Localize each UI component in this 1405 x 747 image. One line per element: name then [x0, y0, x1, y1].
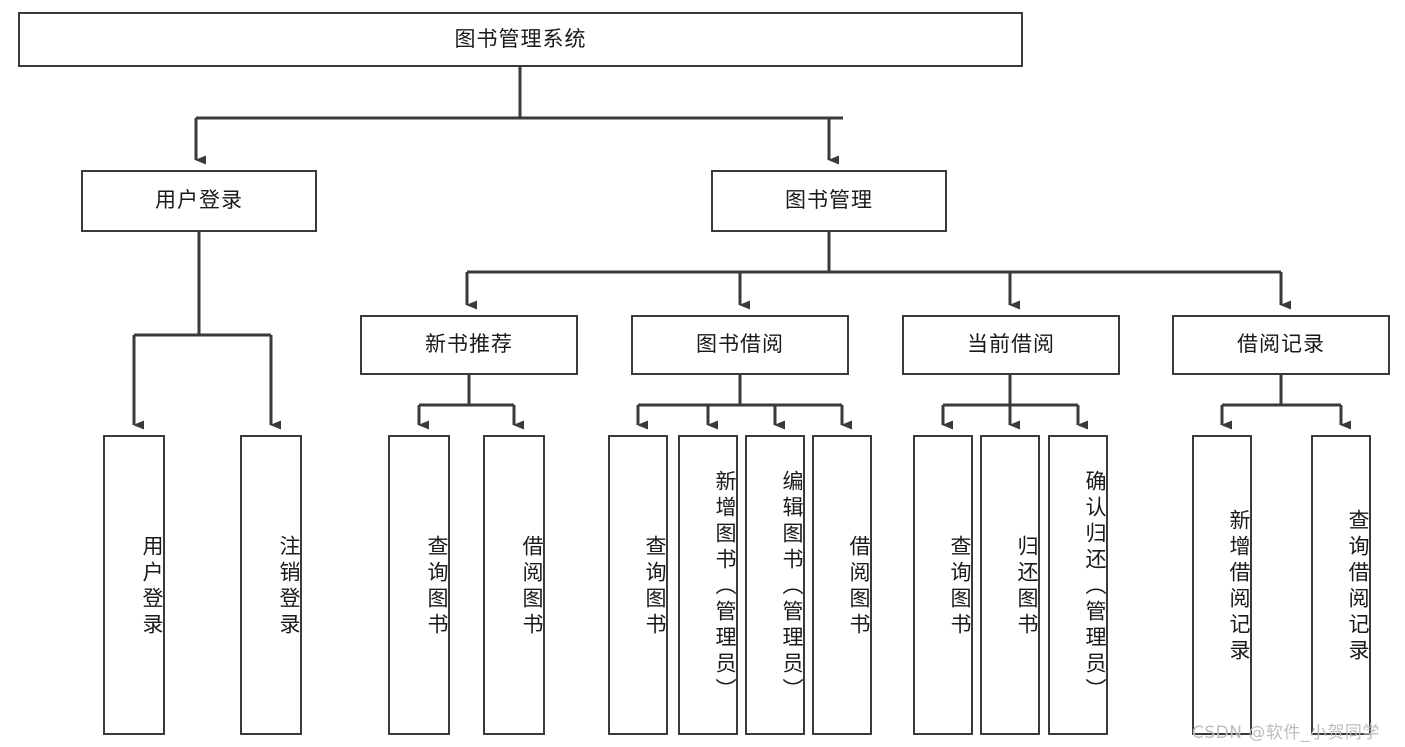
node-leaf-recommend-query-book[interactable]: 查询图书 [388, 435, 450, 735]
node-leaf-user-login-label: 用户登录 [140, 535, 164, 639]
node-leaf-borrow-query-book-label: 查询图书 [643, 535, 667, 639]
node-leaf-add-borrow-record[interactable]: 新增借阅记录 [1192, 435, 1252, 735]
node-leaf-confirm-return[interactable]: 确认归还（管理员） [1048, 435, 1108, 735]
node-new-book-recommend-label: 新书推荐 [425, 332, 513, 357]
node-leaf-recommend-query-book-label: 查询图书 [425, 535, 449, 639]
node-leaf-recommend-borrow-book[interactable]: 借阅图书 [483, 435, 545, 735]
node-leaf-add-borrow-record-label: 新增借阅记录 [1227, 509, 1251, 665]
node-root[interactable]: 图书管理系统 [18, 12, 1023, 67]
node-leaf-borrow-query-book[interactable]: 查询图书 [608, 435, 668, 735]
node-leaf-add-book-label: 新增图书（管理员） [713, 470, 737, 704]
node-leaf-recommend-borrow-book-label: 借阅图书 [520, 535, 544, 639]
node-book-manage[interactable]: 图书管理 [711, 170, 947, 232]
node-user-login-label: 用户登录 [155, 188, 243, 213]
node-leaf-return-book-label: 归还图书 [1015, 535, 1039, 639]
node-book-manage-label: 图书管理 [785, 188, 873, 213]
node-new-book-recommend[interactable]: 新书推荐 [360, 315, 578, 375]
node-book-borrow-label: 图书借阅 [696, 332, 784, 357]
node-leaf-current-query-book-label: 查询图书 [948, 535, 972, 639]
node-leaf-logout[interactable]: 注销登录 [240, 435, 302, 735]
node-leaf-logout-label: 注销登录 [277, 535, 301, 639]
node-current-borrow[interactable]: 当前借阅 [902, 315, 1120, 375]
node-leaf-query-borrow-record-label: 查询借阅记录 [1346, 509, 1370, 665]
node-root-label: 图书管理系统 [454, 26, 587, 51]
node-current-borrow-label: 当前借阅 [967, 332, 1055, 357]
watermark-csdn: CSDN @软件_小贺同学 [1192, 723, 1380, 743]
node-leaf-add-book[interactable]: 新增图书（管理员） [678, 435, 738, 735]
node-leaf-edit-book-label: 编辑图书（管理员） [780, 470, 804, 704]
node-leaf-confirm-return-label: 确认归还（管理员） [1083, 470, 1107, 704]
node-leaf-query-borrow-record[interactable]: 查询借阅记录 [1311, 435, 1371, 735]
node-leaf-user-login[interactable]: 用户登录 [103, 435, 165, 735]
node-leaf-borrow-book[interactable]: 借阅图书 [812, 435, 872, 735]
node-book-borrow[interactable]: 图书借阅 [631, 315, 849, 375]
node-leaf-borrow-book-label: 借阅图书 [847, 535, 871, 639]
node-user-login[interactable]: 用户登录 [81, 170, 317, 232]
node-borrow-record[interactable]: 借阅记录 [1172, 315, 1390, 375]
node-leaf-return-book[interactable]: 归还图书 [980, 435, 1040, 735]
node-leaf-current-query-book[interactable]: 查询图书 [913, 435, 973, 735]
node-borrow-record-label: 借阅记录 [1237, 332, 1325, 357]
node-leaf-edit-book[interactable]: 编辑图书（管理员） [745, 435, 805, 735]
